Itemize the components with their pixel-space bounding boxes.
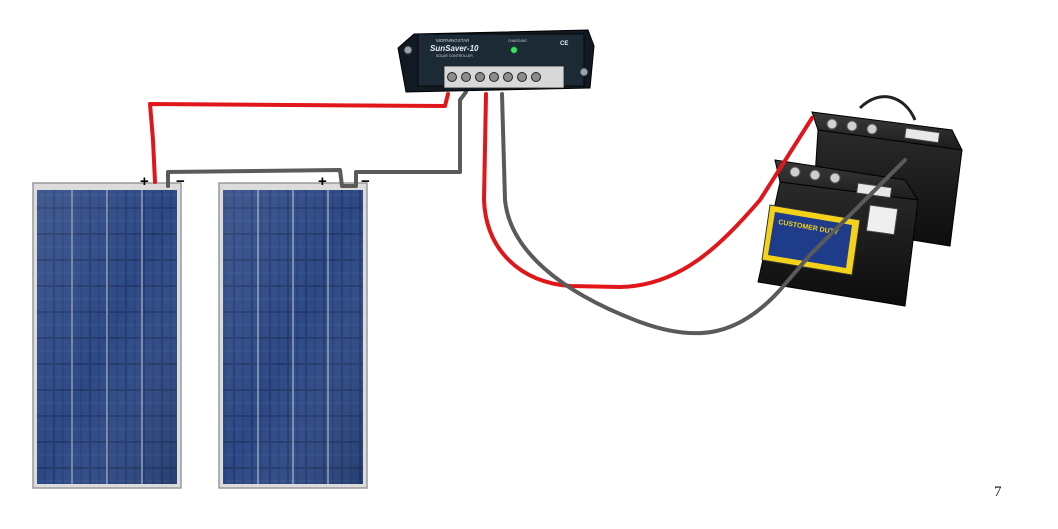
controller-indicator-label: CHARGING bbox=[508, 39, 527, 43]
panel-2-plus-label: + bbox=[318, 173, 327, 190]
negative-wire-battery bbox=[500, 92, 907, 336]
controller-subtitle: SOLAR CONTROLLER bbox=[436, 54, 473, 58]
panel-1-minus-label: − bbox=[176, 173, 185, 190]
negative-wire-panels bbox=[166, 90, 468, 188]
charging-led bbox=[510, 46, 518, 54]
solar-panel-2 bbox=[218, 182, 368, 489]
battery-front: CUSTOMER DUTY bbox=[757, 159, 920, 307]
controller-ce-mark: CE bbox=[560, 41, 568, 47]
page-number: 7 bbox=[994, 484, 1002, 500]
controller-brand: MORNINGSTAR bbox=[436, 38, 470, 43]
panel-1-plus-label: + bbox=[140, 173, 149, 190]
positive-wire-panel bbox=[148, 92, 450, 184]
controller-model: SunSaver-10 bbox=[430, 44, 479, 53]
positive-wire-battery bbox=[482, 92, 814, 289]
panel-2-minus-label: − bbox=[361, 173, 370, 190]
wires bbox=[148, 90, 907, 336]
solar-panel-1 bbox=[32, 182, 182, 489]
terminal-screws bbox=[447, 72, 541, 82]
charge-controller: MORNINGSTAR SunSaver-10 SOLAR CONTROLLER… bbox=[397, 29, 595, 93]
